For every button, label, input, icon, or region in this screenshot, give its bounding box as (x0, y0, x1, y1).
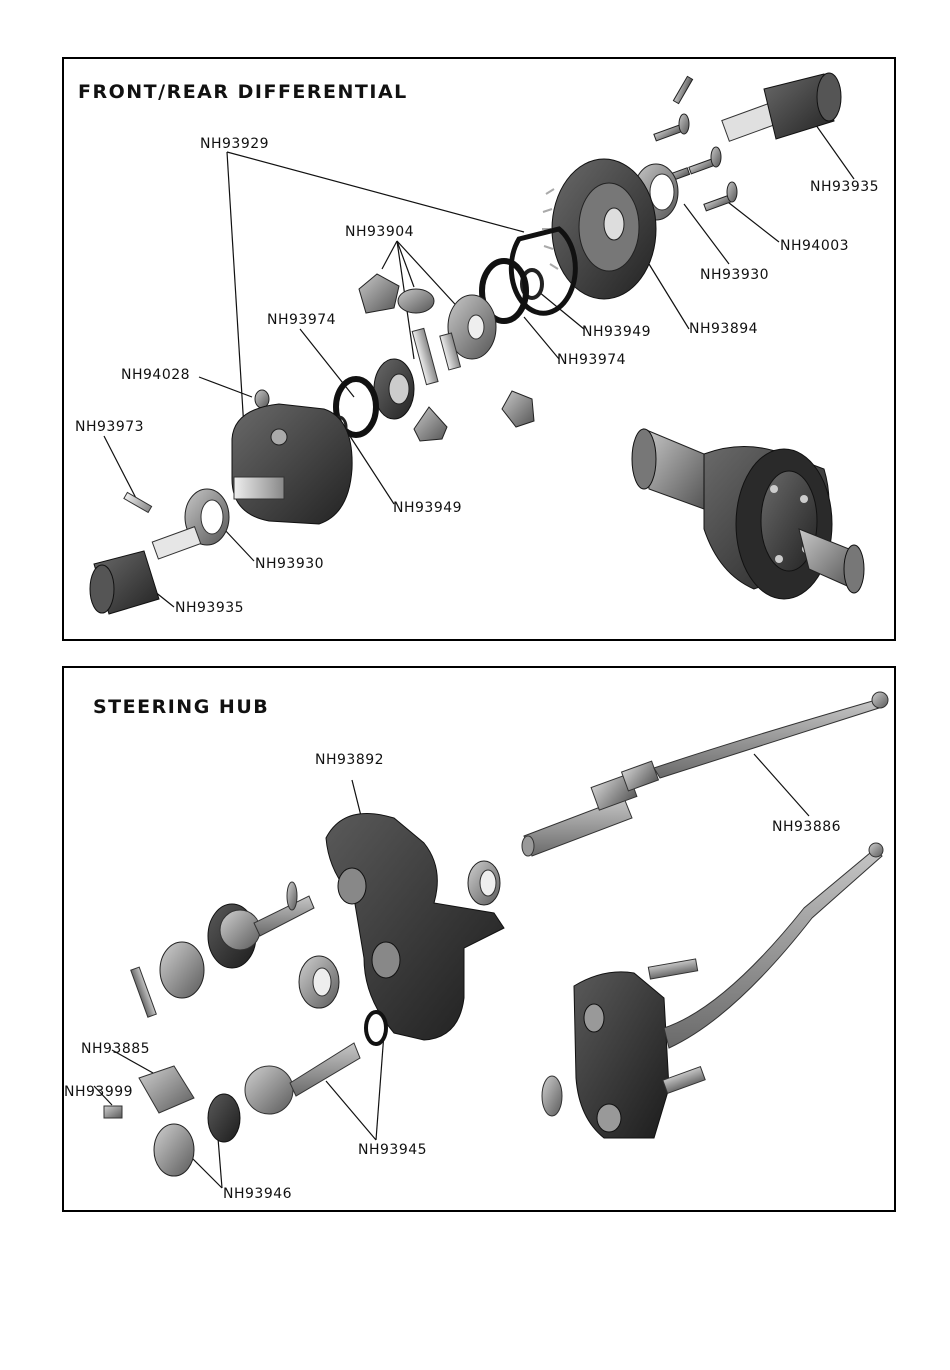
label-nh93945: NH93945 (358, 1142, 427, 1158)
label-nh93949-top: NH93949 (582, 324, 651, 340)
assembled-differential (632, 429, 864, 599)
label-nh93999: NH93999 (64, 1084, 133, 1100)
label-nh93946: NH93946 (223, 1186, 292, 1202)
label-nh93974-left: NH93974 (267, 312, 336, 328)
differential-panel: FRONT/REAR DIFFERENTIAL (62, 57, 896, 641)
pin (124, 492, 152, 512)
label-nh93892: NH93892 (315, 752, 384, 768)
output-cup-top (722, 73, 841, 141)
upper-ball-stud (208, 882, 314, 968)
label-nh93886: NH93886 (772, 819, 841, 835)
label-nh93973: NH93973 (75, 419, 144, 435)
differential-exploded-drawing (64, 59, 894, 639)
shim (366, 1012, 386, 1044)
label-nh93929: NH93929 (200, 136, 269, 152)
steering-knuckle (326, 814, 504, 1041)
label-nh93949-bottom: NH93949 (393, 500, 462, 516)
steering-hub-exploded-drawing (64, 668, 894, 1210)
small-nut (255, 390, 269, 408)
middle-bearing (299, 956, 339, 1008)
label-nh94003: NH94003 (780, 238, 849, 254)
assembled-steering-hub (542, 843, 883, 1138)
label-nh93904: NH93904 (345, 224, 414, 240)
label-nh93974-right: NH93974 (557, 352, 626, 368)
lower-ball-stud (245, 1043, 360, 1114)
label-nh93935-top: NH93935 (810, 179, 879, 195)
label-nh93930-top: NH93930 (700, 267, 769, 283)
label-nh93894: NH93894 (689, 321, 758, 337)
label-nh93935-bottom: NH93935 (175, 600, 244, 616)
steering-hub-panel: STEERING HUB (62, 666, 896, 1212)
label-nh93930-bottom: NH93930 (255, 556, 324, 572)
diff-case (232, 404, 352, 524)
label-nh93885: NH93885 (81, 1041, 150, 1057)
spider-gears (359, 274, 534, 441)
label-nh94028: NH94028 (121, 367, 190, 383)
upper-threaded-nut (160, 942, 204, 998)
